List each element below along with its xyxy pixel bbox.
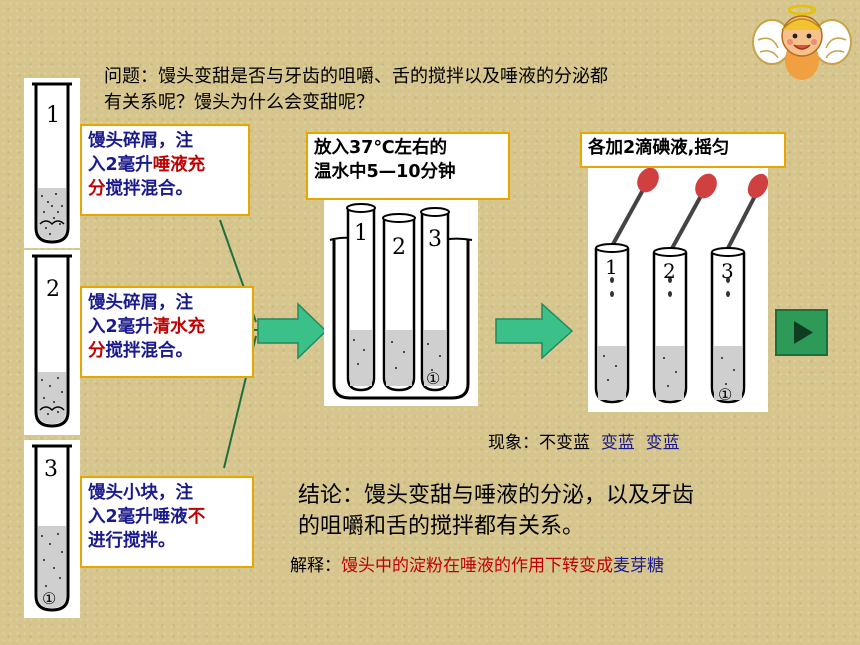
step3-label: 各加2滴碘液,摇匀 — [580, 132, 786, 168]
observation-result-2: 变蓝 — [600, 433, 635, 453]
step2-line1: 放入37℃左右的 — [314, 138, 448, 158]
beaker-tube-3-number: 3 — [428, 227, 442, 252]
explanation-part-2: 麦芽糖 — [613, 556, 664, 576]
angel-cartoon-icon — [752, 4, 852, 80]
question-line-2: 有关系呢？馒头为什么会变甜呢？ — [104, 92, 374, 113]
box2-line2b: 清水充 — [152, 317, 206, 337]
iodine-bottom-mark: ① — [718, 385, 732, 404]
water-bath-beaker-image: 1 2 3 ① — [329, 203, 473, 400]
tube-card-1: 1 — [24, 78, 80, 248]
beaker-tube-2-number: 2 — [392, 235, 406, 260]
box1-line3b: 搅拌混合。 — [105, 179, 194, 199]
explanation-text: 解释：馒头中的淀粉在唾液的作用下转变成麦芽糖 — [290, 551, 664, 576]
step2-line2: 温水中5—10分钟 — [314, 162, 456, 182]
beaker-bottom-mark: ① — [426, 369, 440, 388]
arrow-right-2-icon — [495, 302, 574, 360]
step3-text: 各加2滴碘液,摇匀 — [588, 138, 730, 158]
tube-2-number: 2 — [46, 277, 60, 302]
tube-1-number: 1 — [46, 103, 60, 128]
conclusion-line-2: 的咀嚼和舌的搅拌都有关系。 — [298, 514, 585, 539]
box1-line3a: 分 — [88, 179, 106, 199]
beaker-tube-1-number: 1 — [354, 221, 368, 246]
explanation-part-1: 馒头中的淀粉在唾液的作用下转变成 — [341, 556, 613, 576]
box3-line2b: 不 — [187, 507, 206, 527]
test-tube-1-image: 1 — [32, 82, 72, 244]
iodine-tube-1-number: 1 — [605, 255, 618, 279]
arrow-right-1-icon — [257, 302, 328, 360]
play-next-icon — [794, 321, 813, 344]
step-box-tube-1: 馒头碎屑，注 入2毫升唾液充 分搅拌混合。 — [80, 124, 250, 216]
next-slide-button[interactable] — [775, 309, 828, 356]
question-line-1: 问题：馒头变甜是否与牙齿的咀嚼、舌的搅拌以及唾液的分泌都 — [104, 66, 608, 87]
dropper-1-icon — [610, 167, 659, 247]
step-box-tube-3: 馒头小块，注 入2毫升唾液不 进行搅拌。 — [80, 476, 254, 568]
box2-line2a: 入2毫升 — [88, 317, 153, 337]
box3-line2a: 入2毫升唾液 — [88, 507, 188, 527]
iodine-tube-2-number: 2 — [663, 259, 676, 283]
box2-line3a: 分 — [88, 341, 106, 361]
box2-line1: 馒头碎屑，注 — [88, 293, 193, 313]
conclusion-text: 结论：馒头变甜与唾液的分泌，以及牙齿 的咀嚼和舌的搅拌都有关系。 — [298, 480, 828, 542]
box1-line2b: 唾液充 — [152, 155, 206, 175]
step2-label: 放入37℃左右的 温水中5—10分钟 — [306, 132, 510, 200]
box1-line2a: 入2毫升 — [88, 155, 153, 175]
explanation-label: 解释： — [290, 556, 341, 576]
step-box-tube-2: 馒头碎屑，注 入2毫升清水充 分搅拌混合。 — [80, 286, 254, 378]
box3-line3: 进行搅拌。 — [88, 531, 176, 551]
test-tube-3-image: 3 ① — [32, 444, 72, 612]
conclusion-line-1: 结论：馒头变甜与唾液的分泌，以及牙齿 — [298, 483, 695, 508]
observation-result-1: 不变蓝 — [539, 433, 590, 453]
dropper-2-icon — [668, 173, 717, 253]
question-text: 问题：馒头变甜是否与牙齿的咀嚼、舌的搅拌以及唾液的分泌都 有关系呢？馒头为什么会… — [104, 64, 784, 116]
box3-line1: 馒头小块，注 — [88, 483, 193, 503]
test-tube-2-image: 2 — [32, 254, 72, 428]
dropper-3-icon — [724, 173, 769, 253]
iodine-tube-3-number: 3 — [721, 259, 734, 283]
observation-result-3: 变蓝 — [645, 433, 680, 453]
beaker-card: 1 2 3 ① — [324, 200, 478, 406]
observation-label: 现象： — [488, 433, 539, 453]
tube-card-2: 2 — [24, 250, 80, 435]
observation-text: 现象：不变蓝 变蓝 变蓝 — [488, 428, 680, 453]
tube-3-number: 3 — [44, 457, 58, 482]
box2-line3b: 搅拌混合。 — [105, 341, 194, 361]
iodine-droppers-image: 1 2 3 ① — [594, 167, 769, 404]
tube-card-3: 3 ① — [24, 440, 80, 618]
tube-3-bottom-mark: ① — [42, 589, 56, 608]
iodine-card: 1 2 3 ① — [588, 167, 769, 412]
box1-line1: 馒头碎屑，注 — [88, 131, 193, 151]
